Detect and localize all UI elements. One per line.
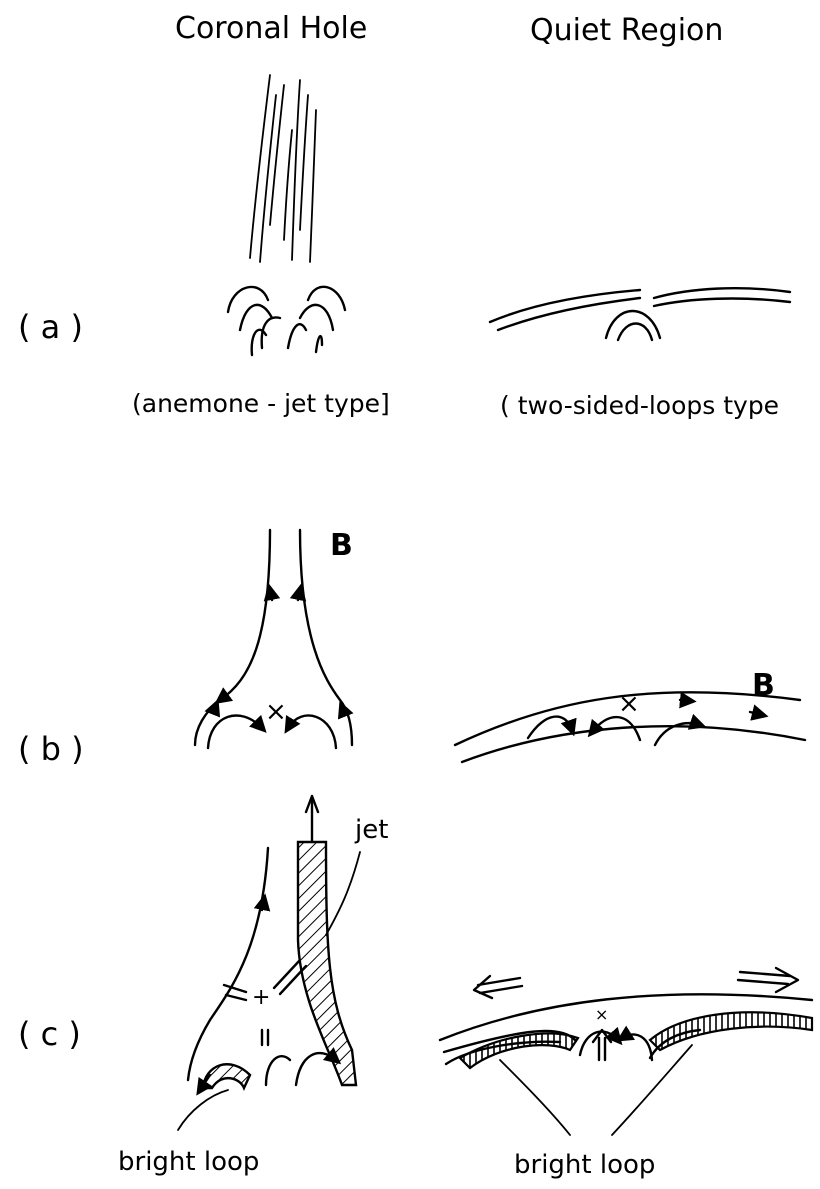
quiet-region-reconnection: × <box>440 968 812 1068</box>
header-coronal-hole: Coronal Hole <box>175 11 367 46</box>
row-label-a: ( a ) <box>18 308 83 346</box>
coronal-hole-jet-reconnection: + <box>188 796 356 1090</box>
header-quiet-region: Quiet Region <box>530 13 723 48</box>
bright-loop-left-label: bright loop <box>118 1147 259 1177</box>
svg-text:×: × <box>618 689 640 719</box>
jet-label: jet <box>354 815 388 845</box>
caption-anemone-jet-type: (anemone - jet type] <box>132 389 390 418</box>
svg-text:×: × <box>265 697 287 727</box>
caption-two-sided-loops-type: ( two-sided-loops type <box>500 391 779 420</box>
bright-loop-right-pointer-a <box>500 1060 570 1135</box>
jet-pointer-line <box>326 852 360 935</box>
field-label-left: B <box>330 528 353 563</box>
bright-loop-left-pointer <box>178 1090 228 1130</box>
svg-text:×: × <box>595 1005 608 1024</box>
svg-text:+: + <box>252 985 270 1010</box>
two-sided-loops-sketch <box>490 288 790 340</box>
coronal-hole-field-lines: × <box>195 530 352 748</box>
row-label-c: ( c ) <box>18 1015 81 1053</box>
row-label-b: ( b ) <box>18 730 84 768</box>
anemone-jet-sketch <box>228 75 345 355</box>
field-label-right: B <box>752 668 775 703</box>
bright-loop-right-label: bright loop <box>514 1150 655 1180</box>
